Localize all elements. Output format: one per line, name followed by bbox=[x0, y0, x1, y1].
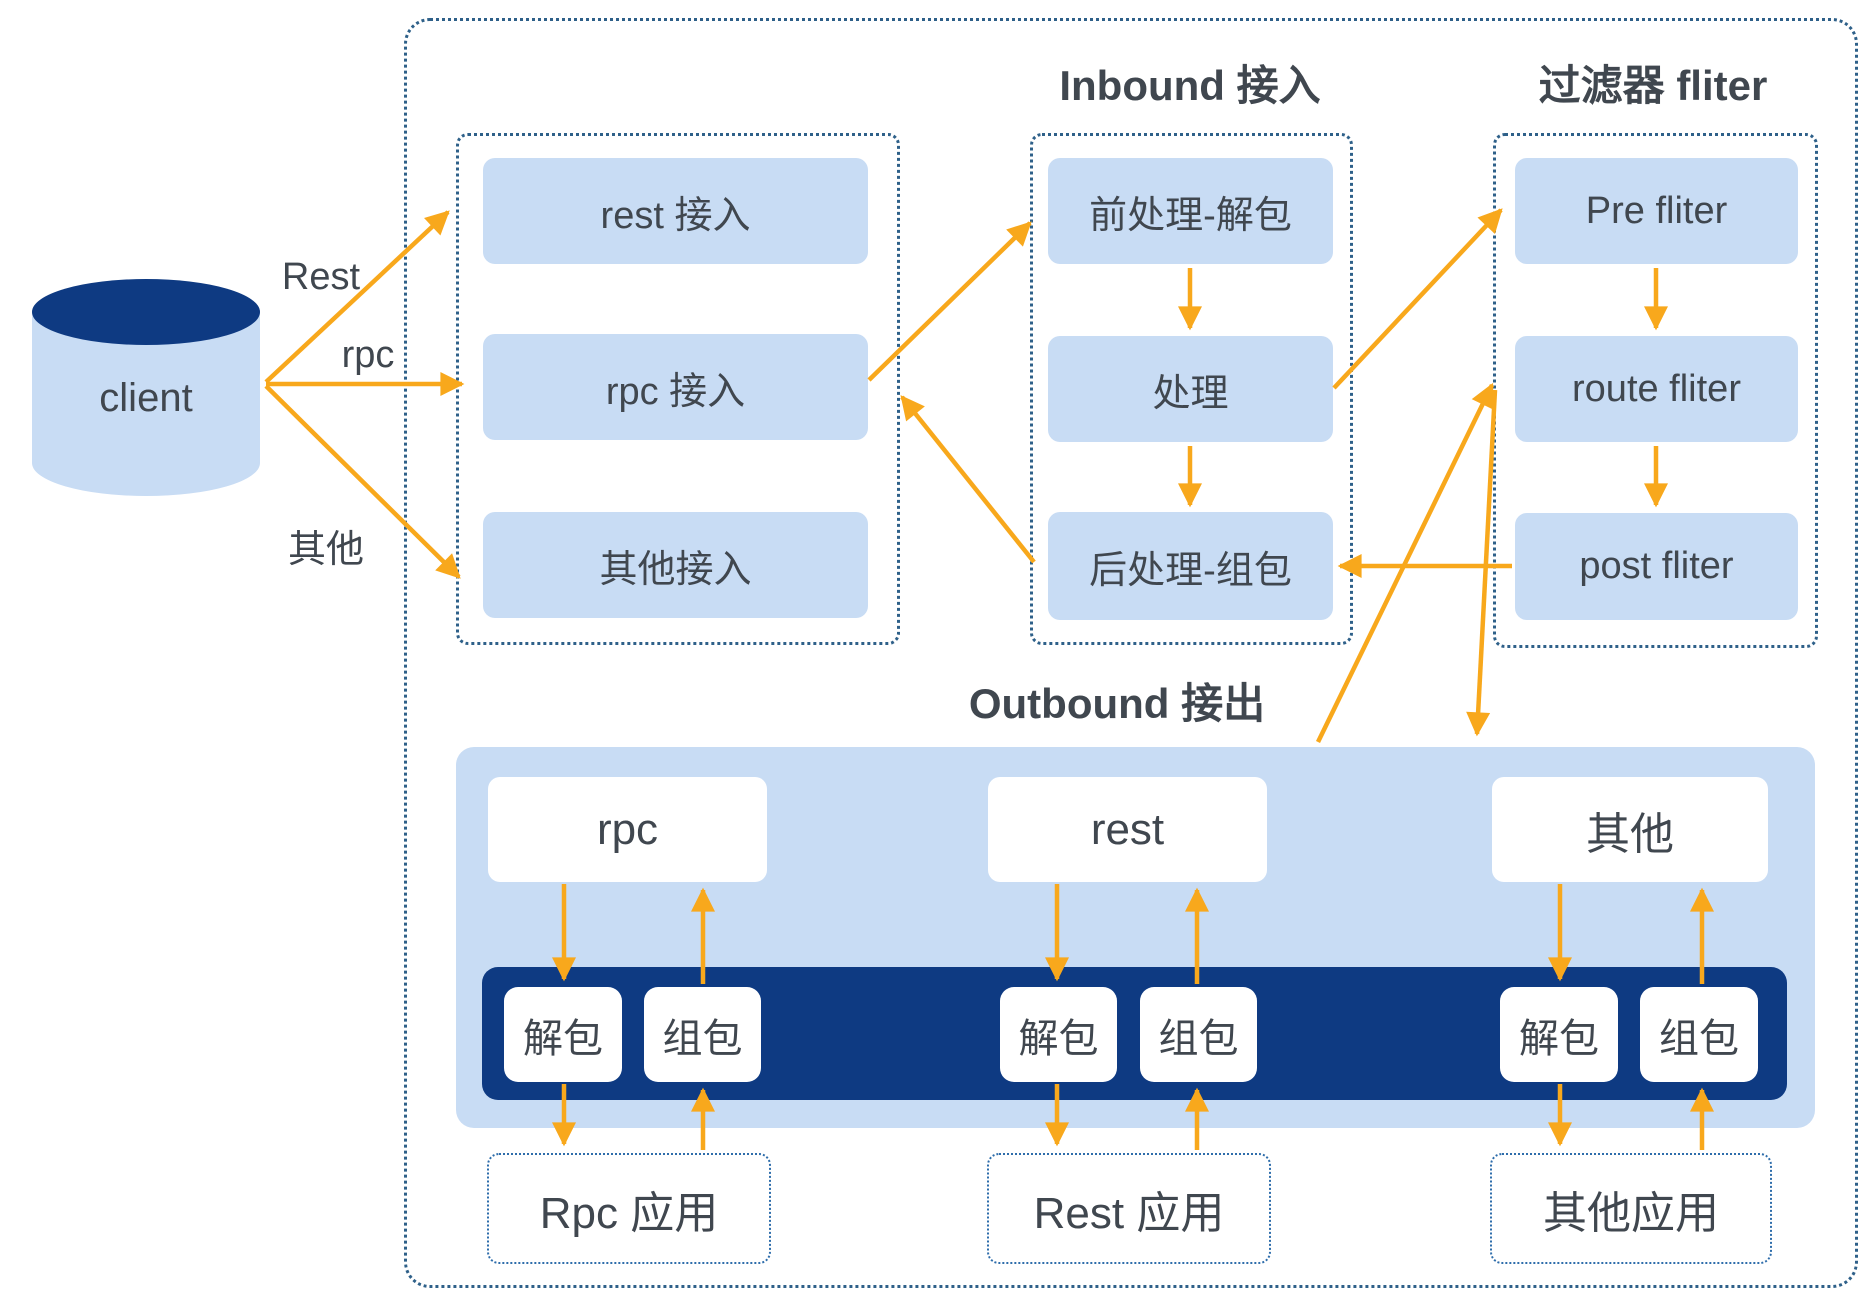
pack-box-rpc: 组包 bbox=[644, 987, 761, 1082]
inbound-box-pre-unpack: 前处理-解包 bbox=[1048, 158, 1333, 264]
filter-box-pre: Pre fliter bbox=[1515, 158, 1798, 264]
inbound-box-process: 处理 bbox=[1048, 336, 1333, 442]
outbound-proto-rest: rest bbox=[988, 777, 1267, 882]
outbound-proto-other: 其他 bbox=[1492, 777, 1768, 882]
app-box-rest: Rest 应用 bbox=[987, 1153, 1271, 1264]
app-box-other: 其他应用 bbox=[1490, 1153, 1772, 1264]
unpack-box-rest: 解包 bbox=[1000, 987, 1117, 1082]
access-box-rest: rest 接入 bbox=[483, 158, 868, 264]
client-label: client bbox=[99, 376, 193, 420]
outbound-proto-rpc: rpc bbox=[488, 777, 767, 882]
unpack-box-other: 解包 bbox=[1500, 987, 1618, 1082]
outer-container bbox=[404, 18, 1858, 1288]
filter-title: 过滤器 fliter bbox=[1538, 62, 1768, 109]
edge-label-rest: Rest bbox=[281, 256, 361, 298]
app-box-rpc: Rpc 应用 bbox=[487, 1153, 771, 1264]
access-box-other: 其他接入 bbox=[483, 512, 868, 618]
edge-label-other: 其他 bbox=[287, 529, 364, 571]
pack-box-other: 组包 bbox=[1640, 987, 1758, 1082]
inbound-box-post-pack: 后处理-组包 bbox=[1048, 512, 1333, 620]
unpack-box-rpc: 解包 bbox=[504, 987, 622, 1082]
pack-box-rest: 组包 bbox=[1140, 987, 1257, 1082]
filter-box-route: route fliter bbox=[1515, 336, 1798, 442]
filter-box-post: post fliter bbox=[1515, 513, 1798, 620]
outbound-title: Outbound 接出 bbox=[968, 680, 1266, 727]
inbound-title: Inbound 接入 bbox=[1059, 62, 1321, 109]
edge-label-rpc: rpc bbox=[341, 334, 395, 376]
access-box-rpc: rpc 接入 bbox=[483, 334, 868, 440]
